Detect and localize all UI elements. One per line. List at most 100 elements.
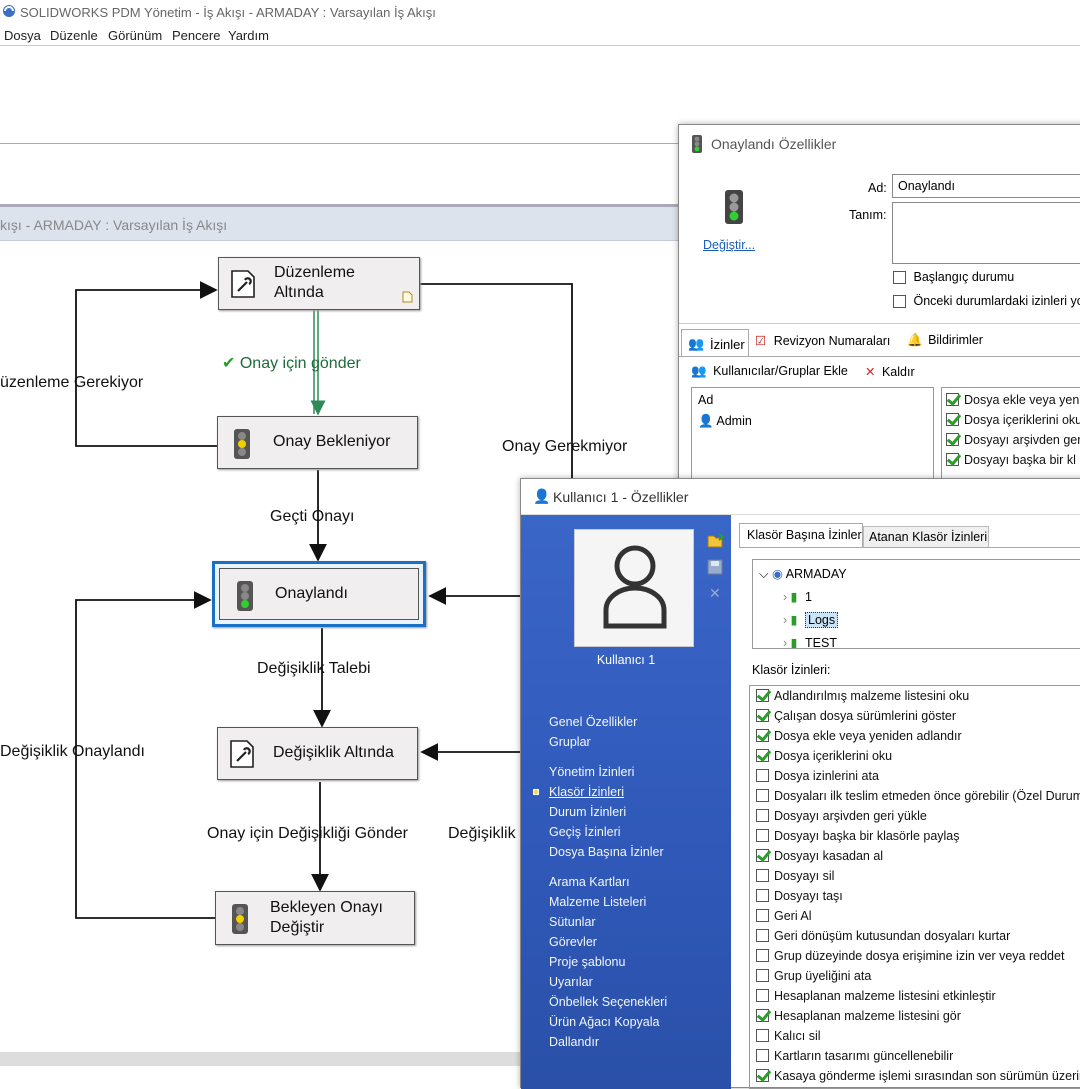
checkbox[interactable] [946, 433, 959, 447]
checkbox[interactable] [756, 789, 769, 803]
tree-item[interactable]: › ▮ 1 [783, 590, 812, 604]
list-item[interactable]: 👤 Admin [698, 414, 752, 428]
permission-row[interactable]: Geri Al [756, 906, 812, 926]
checkbox[interactable] [946, 413, 959, 427]
ignore-previous-perms-checkbox[interactable]: Önceki durumlardaki izinleri yol [893, 294, 1080, 309]
nav-gruplar[interactable]: Gruplar [549, 735, 591, 749]
nav-onbellek-secenekleri[interactable]: Önbellek Seçenekleri [549, 995, 668, 1009]
permission-row[interactable]: Dosyayı arşivden ger [946, 430, 1080, 450]
tab-bildirimler[interactable]: 🔔 Bildirimler [907, 333, 983, 347]
permission-row[interactable]: Hesaplanan malzeme listesini gör [756, 1006, 961, 1026]
checkbox[interactable] [893, 295, 906, 309]
checkbox[interactable] [946, 453, 959, 467]
permission-row[interactable]: Kasaya gönderme işlemi sırasından son sü… [756, 1066, 1080, 1086]
checkbox[interactable] [756, 729, 769, 743]
tree-item[interactable]: › ▮ TEST [783, 636, 837, 649]
permission-row[interactable]: Dosyayı başka bir kl [946, 450, 1076, 470]
add-users-button[interactable]: 👥 Kullanıcılar/Gruplar Ekle [691, 364, 848, 378]
checkbox[interactable] [756, 989, 769, 1003]
menu-duzenle[interactable]: Düzenle [50, 28, 98, 43]
checkbox[interactable] [756, 969, 769, 983]
tab-revizyon[interactable]: ☑ Revizyon Numaraları [755, 334, 891, 348]
nav-urun-agaci-kopyala[interactable]: Ürün Ağacı Kopyala [549, 1015, 660, 1029]
permission-row[interactable]: Dosya içeriklerini oku [946, 410, 1080, 430]
checkbox[interactable] [756, 769, 769, 783]
close-icon[interactable]: ✕ [709, 585, 721, 601]
checkbox[interactable] [756, 1049, 769, 1063]
checkbox[interactable] [756, 1009, 769, 1023]
nav-sutunlar[interactable]: Sütunlar [549, 915, 596, 929]
nav-gorevler[interactable]: Görevler [549, 935, 597, 949]
checkbox[interactable] [756, 889, 769, 903]
checkbox[interactable] [756, 689, 769, 703]
permission-row[interactable]: Dosyayı arşivden geri yükle [756, 806, 927, 826]
nav-yonetim-izinleri[interactable]: Yönetim İzinleri [549, 765, 635, 779]
chevron-right-icon[interactable]: › [783, 590, 788, 604]
nav-uyarilar[interactable]: Uyarılar [549, 975, 593, 989]
nav-durum-izinleri[interactable]: Durum İzinleri [549, 805, 627, 819]
change-icon-link[interactable]: Değiştir... [703, 238, 756, 252]
chevron-right-icon[interactable]: › [783, 636, 788, 649]
remove-button[interactable]: ✕ Kaldır [865, 365, 915, 379]
permission-row[interactable]: Dosya izinlerini ata [756, 766, 879, 786]
checkbox[interactable] [756, 849, 769, 863]
state-onaylandi[interactable]: Onaylandı [212, 561, 426, 627]
menu-pencere[interactable]: Pencere [172, 28, 221, 43]
menu-yardim[interactable]: Yardım [228, 28, 269, 43]
nav-arama-kartlari[interactable]: Arama Kartları [549, 875, 630, 889]
tree-item[interactable]: › ▮ Logs [783, 612, 839, 628]
checkbox[interactable] [756, 749, 769, 763]
permission-row[interactable]: Dosyayı sil [756, 866, 834, 886]
workflow-scrollbar[interactable] [0, 1052, 680, 1066]
tab-klasor-basina-izinler[interactable]: Klasör Başına İzinler [739, 523, 863, 547]
state-onay-bekleniyor[interactable]: Onay Bekleniyor [217, 416, 418, 469]
permission-row[interactable]: Hesaplanan malzeme listesini etkinleştir [756, 986, 996, 1006]
permission-row[interactable]: Dosyaları ilk teslim etmeden önce görebi… [756, 786, 1080, 806]
tree-root[interactable]: ⌵ ◉ ARMADAY [759, 567, 847, 581]
transition-onay-gerekmiyor[interactable]: Onay Gerekmiyor [502, 438, 628, 455]
permission-row[interactable]: Dosyayı başka bir klasörle paylaş [756, 826, 960, 846]
nav-proje-sablonu[interactable]: Proje şablonu [549, 955, 626, 969]
permission-row[interactable]: Geri dönüşüm kutusundan dosyaları kurtar [756, 926, 1010, 946]
checkbox[interactable] [756, 1069, 769, 1083]
nav-malzeme-listeleri[interactable]: Malzeme Listeleri [549, 895, 647, 909]
checkbox[interactable] [946, 393, 959, 407]
permission-row[interactable]: Dosya ekle veya yeni [946, 390, 1080, 410]
checkbox[interactable] [756, 929, 769, 943]
permission-row[interactable]: Kartların tasarımı güncellenebilir [756, 1046, 953, 1066]
permission-row[interactable]: Dosya içeriklerini oku [756, 746, 892, 766]
permission-row[interactable]: Dosya ekle veya yeniden adlandır [756, 726, 962, 746]
tab-izinler[interactable]: 👥 İzinler [681, 329, 749, 357]
permission-row[interactable]: Kalıcı sil [756, 1026, 821, 1046]
open-folder-icon[interactable] [707, 533, 725, 549]
save-icon[interactable] [707, 559, 723, 575]
transition-degisiklik-talebi[interactable]: Değişiklik Talebi [257, 660, 371, 677]
name-input[interactable]: Onaylandı [892, 174, 1080, 198]
state-bekleyen-onayi-degistir[interactable]: Bekleyen Onayı Değiştir [215, 891, 415, 945]
checkbox[interactable] [756, 829, 769, 843]
permission-row[interactable]: Grup üyeliğini ata [756, 966, 871, 986]
transition-degisiklik-onaylandi[interactable]: Değişiklik Onaylandı [0, 743, 145, 760]
menu-dosya[interactable]: Dosya [4, 28, 41, 43]
transition-gecti-onayi[interactable]: Geçti Onayı [270, 508, 355, 525]
nav-dosya-basina-izinler[interactable]: Dosya Başına İzinler [549, 845, 664, 859]
transition-onay-icin-degisikligi-gonder[interactable]: Onay için Değişikliği Gönder [207, 825, 408, 842]
permission-row[interactable]: Dosyayı taşı [756, 886, 843, 906]
checkbox[interactable] [756, 809, 769, 823]
checkbox[interactable] [756, 949, 769, 963]
transition-onay-icin-gonder[interactable]: ✔ Onay için gönder [222, 355, 361, 372]
checkbox[interactable] [756, 709, 769, 723]
chevron-right-icon[interactable]: › [783, 613, 788, 627]
permission-row[interactable]: Çalışan dosya sürümlerini göster [756, 706, 956, 726]
permission-row[interactable]: Adlandırılmış malzeme listesini oku [756, 686, 969, 706]
initial-state-checkbox[interactable]: Başlangıç durumu [893, 270, 1014, 285]
permission-row[interactable]: Grup düzeyinde dosya erişimine izin ver … [756, 946, 1064, 966]
menu-gorunum[interactable]: Görünüm [108, 28, 163, 43]
transition-degisiklik[interactable]: Değişiklik [448, 825, 516, 842]
transition-duzenleme-gerekiyor[interactable]: üzenleme Gerekiyor [0, 374, 144, 391]
checkbox[interactable] [756, 1029, 769, 1043]
nav-genel-ozellikler[interactable]: Genel Özellikler [549, 715, 638, 729]
checkbox[interactable] [756, 869, 769, 883]
nav-dallandir[interactable]: Dallandır [549, 1035, 600, 1049]
permission-row[interactable]: Dosyayı kasadan al [756, 846, 883, 866]
